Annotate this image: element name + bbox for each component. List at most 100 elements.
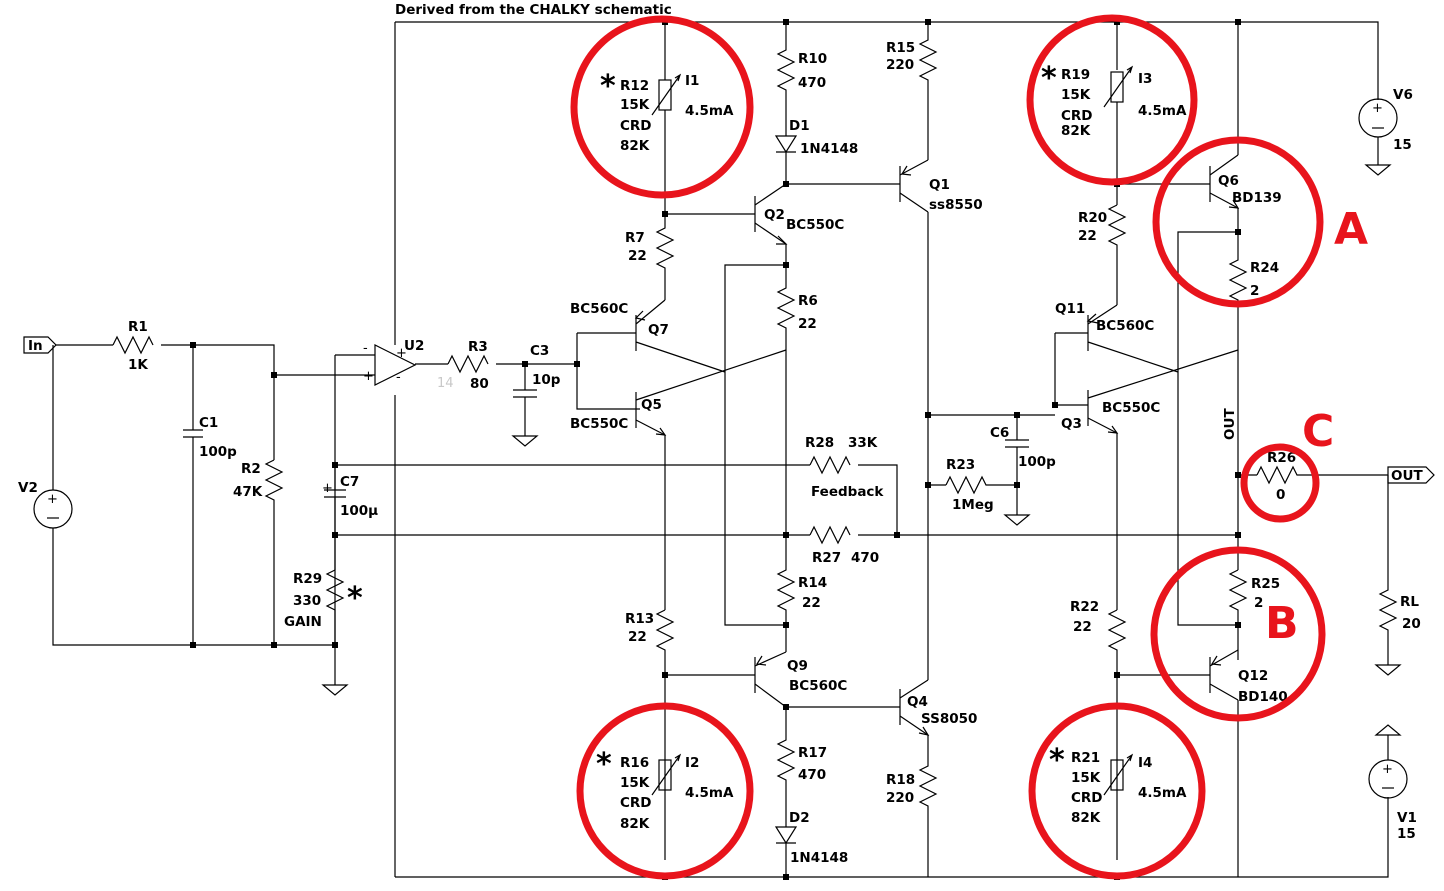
v2-name: V2 bbox=[18, 480, 38, 496]
c1-value: 100p bbox=[199, 444, 237, 460]
resistor-r20 bbox=[1107, 204, 1127, 305]
resistor-r2 bbox=[264, 459, 284, 645]
q1-value: ss8550 bbox=[929, 197, 983, 213]
svg-text:In: In bbox=[28, 338, 43, 354]
r26-name: R26 bbox=[1267, 450, 1296, 466]
q2-value: BC550C bbox=[786, 217, 844, 233]
svg-text:+: + bbox=[322, 481, 333, 496]
positive-rail bbox=[395, 21, 1379, 100]
r21-note: CRD bbox=[1071, 790, 1103, 806]
r23-value: 1Meg bbox=[952, 497, 994, 513]
resistor-r25 bbox=[1228, 569, 1248, 660]
resistor-r29 bbox=[325, 569, 345, 645]
r24-value: 2 bbox=[1250, 283, 1259, 299]
diode-d2 bbox=[774, 826, 798, 845]
c3-name: C3 bbox=[530, 343, 549, 359]
q6-name: Q6 bbox=[1218, 173, 1239, 189]
capacitor-c7 bbox=[324, 465, 346, 570]
c1-name: C1 bbox=[199, 415, 218, 431]
resistor-rl bbox=[1378, 475, 1398, 665]
u2-name: U2 bbox=[404, 338, 424, 354]
r18-name: R18 bbox=[886, 772, 915, 788]
r28-value: 33K bbox=[848, 435, 878, 451]
q12-value: BD140 bbox=[1238, 689, 1288, 705]
transistor-q12 bbox=[1209, 649, 1239, 701]
r16-note: CRD bbox=[620, 795, 652, 811]
q6-value: BD139 bbox=[1232, 190, 1282, 206]
current-source-i4 bbox=[1103, 753, 1134, 796]
r29-name: R29 bbox=[293, 571, 322, 587]
q5-name: Q5 bbox=[641, 397, 662, 413]
q5-value: BC550C bbox=[570, 416, 628, 432]
svg-text:+: + bbox=[396, 346, 407, 361]
resistor-r28 bbox=[809, 455, 851, 475]
q1-name: Q1 bbox=[929, 177, 950, 193]
r16-star-marker: * bbox=[596, 747, 612, 782]
c6-value: 100p bbox=[1018, 454, 1056, 470]
transistor-q3 bbox=[1055, 349, 1239, 434]
i3-name: I3 bbox=[1138, 71, 1152, 87]
r19-value: 15K bbox=[1061, 87, 1091, 103]
negative-rail bbox=[395, 797, 1389, 878]
r19-alt: 82K bbox=[1061, 123, 1091, 139]
svg-text:+: + bbox=[1372, 101, 1383, 116]
q9-value: BC560C bbox=[789, 678, 847, 694]
transistor-q1 bbox=[899, 159, 929, 213]
r20-value: 22 bbox=[1078, 228, 1097, 244]
r21-star-marker: * bbox=[1049, 743, 1065, 778]
c3-value: 10p bbox=[532, 372, 561, 388]
r25-name: R25 bbox=[1251, 576, 1280, 592]
r17-value: 470 bbox=[798, 767, 826, 783]
marker-b: B bbox=[1265, 598, 1299, 649]
highlight-ring-i3 bbox=[1026, 14, 1198, 186]
r7-name: R7 bbox=[625, 230, 645, 246]
r14-name: R14 bbox=[798, 575, 827, 591]
ground-v1 bbox=[1374, 724, 1402, 760]
r28-name: R28 bbox=[805, 435, 834, 451]
r13-value: 22 bbox=[628, 629, 647, 645]
resistor-r17 bbox=[776, 707, 796, 827]
c7-name: C7 bbox=[340, 474, 359, 490]
v1-value: 15 bbox=[1397, 826, 1416, 842]
q11-name: Q11 bbox=[1055, 301, 1085, 317]
resistor-r22 bbox=[1107, 609, 1127, 860]
resistor-r10 bbox=[776, 22, 796, 136]
i3-value: 4.5mA bbox=[1138, 103, 1187, 119]
current-source-i1 bbox=[651, 73, 682, 116]
voltage-source-v1: + bbox=[1368, 759, 1408, 799]
svg-text:+: + bbox=[47, 492, 58, 507]
capacitor-c3 bbox=[513, 364, 537, 436]
transistor-q7 bbox=[577, 299, 726, 373]
r16-name: R16 bbox=[620, 755, 649, 771]
resistor-r18 bbox=[918, 735, 938, 877]
highlight-ring-i2 bbox=[576, 702, 754, 880]
rl-name: RL bbox=[1400, 594, 1419, 610]
r29-note: GAIN bbox=[284, 614, 322, 630]
svg-text:+: + bbox=[1382, 762, 1393, 777]
q11-value: BC560C bbox=[1096, 318, 1154, 334]
resistor-r7 bbox=[655, 214, 675, 300]
r23-name: R23 bbox=[946, 457, 975, 473]
rl-value: 20 bbox=[1402, 616, 1421, 632]
capacitor-c6 bbox=[1005, 415, 1029, 515]
r16-value: 15K bbox=[620, 775, 650, 791]
r15-value: 220 bbox=[886, 57, 914, 73]
resistor-r27 bbox=[809, 525, 851, 545]
r6-name: R6 bbox=[798, 293, 818, 309]
marker-a: A bbox=[1334, 204, 1368, 255]
r14-value: 22 bbox=[802, 595, 821, 611]
r16-alt: 82K bbox=[620, 816, 650, 832]
r21-alt: 82K bbox=[1071, 810, 1101, 826]
svg-text:+: + bbox=[363, 369, 374, 384]
resistor-r3 bbox=[447, 354, 489, 374]
ground-rl bbox=[1374, 664, 1402, 676]
input-port: In bbox=[23, 336, 57, 354]
i1-value: 4.5mA bbox=[685, 103, 734, 119]
i4-name: I4 bbox=[1138, 755, 1152, 771]
q4-name: Q4 bbox=[907, 694, 928, 710]
r10-name: R10 bbox=[798, 51, 827, 67]
i4-value: 4.5mA bbox=[1138, 785, 1187, 801]
r13-name: R13 bbox=[625, 611, 654, 627]
